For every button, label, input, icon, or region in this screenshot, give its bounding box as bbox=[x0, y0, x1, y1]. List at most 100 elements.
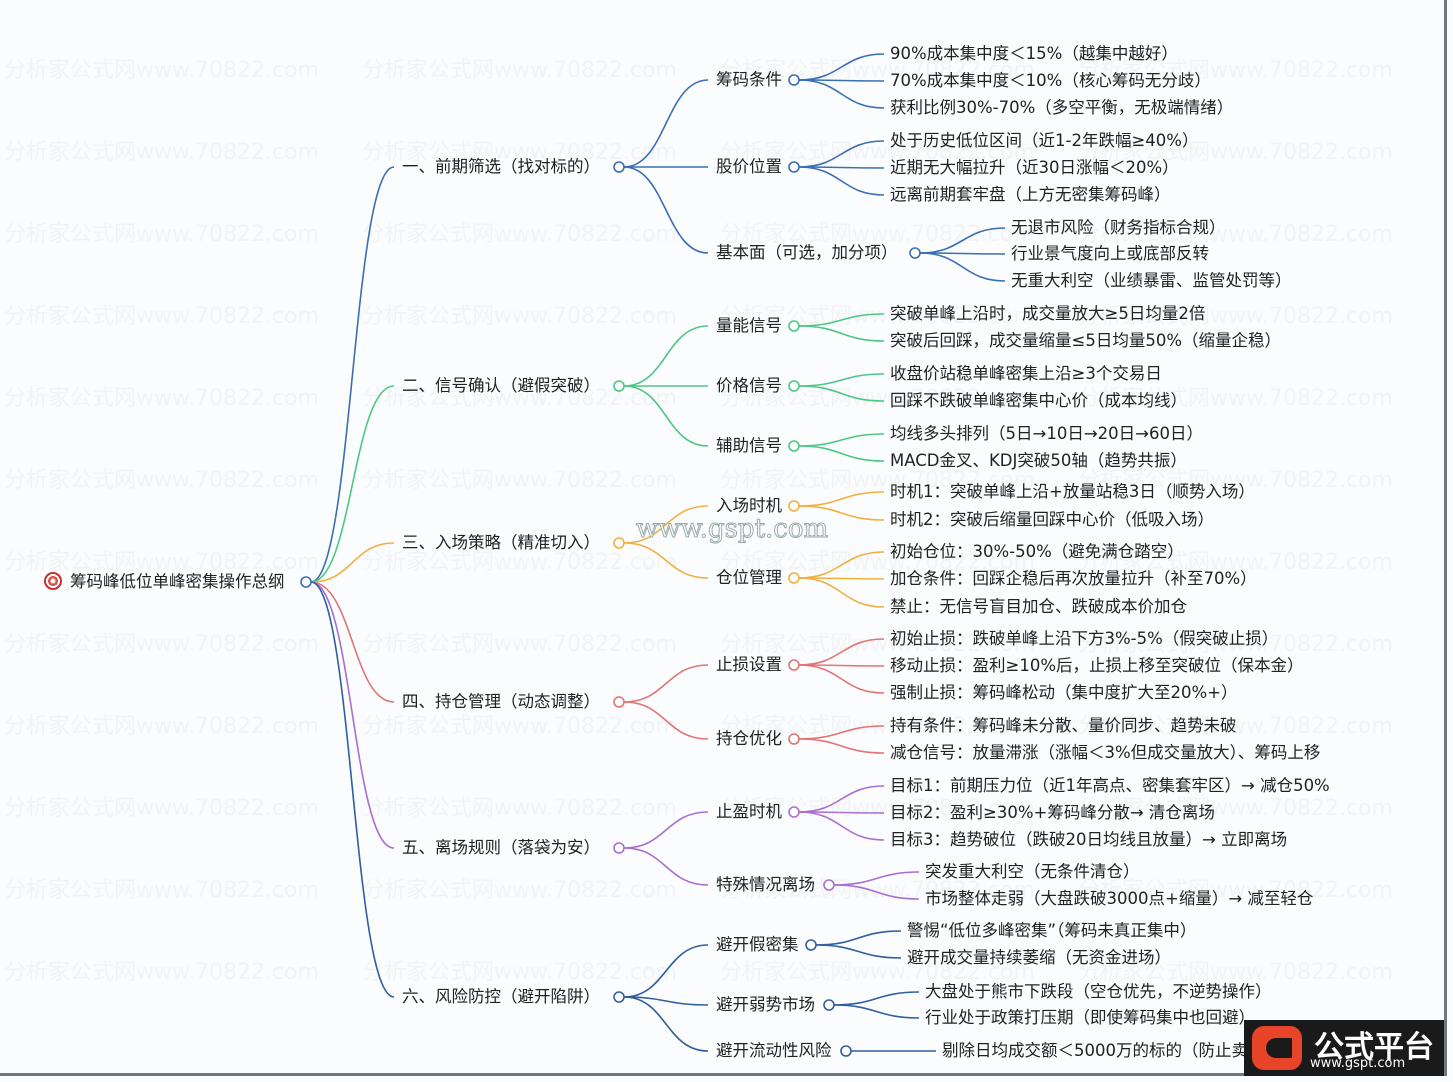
leaf-node[interactable]: 回踩不跌破单峰密集中心价（成本均线） bbox=[890, 391, 1187, 410]
leaf-node[interactable]: 加仓条件：回踩企稳后再次放量拉升（补至70%） bbox=[890, 569, 1257, 588]
leaf-node[interactable]: 无退市风险（财务指标合规） bbox=[1011, 218, 1226, 237]
leaf-node[interactable]: 警惕“低位多峰密集”（筹码未真正集中） bbox=[907, 921, 1197, 940]
collapse-toggle[interactable] bbox=[823, 999, 835, 1011]
watermark-text: 分析家公式网www.70822.com bbox=[720, 222, 1035, 247]
logo-title: 公式平台 bbox=[1314, 1030, 1434, 1065]
leaf-node[interactable]: 收盘价站稳单峰密集上沿≥3个交易日 bbox=[890, 364, 1162, 383]
collapse-toggle[interactable] bbox=[788, 659, 800, 671]
watermark-text: 分析家公式网www.70822.com bbox=[720, 796, 1035, 821]
sub-branch-node[interactable]: 止盈时机 bbox=[716, 802, 782, 821]
sub-branch-node[interactable]: 筹码条件 bbox=[716, 70, 782, 89]
leaf-node[interactable]: 避开成交量持续萎缩（无资金进场） bbox=[907, 948, 1171, 967]
leaf-node[interactable]: 初始仓位：30%-50%（避免满仓踏空） bbox=[890, 542, 1184, 561]
sub-branch-node[interactable]: 股价位置 bbox=[716, 157, 782, 176]
collapse-toggle[interactable] bbox=[840, 1045, 852, 1057]
sub-branch-node[interactable]: 辅助信号 bbox=[716, 436, 782, 455]
leaf-node[interactable]: 移动止损：盈利≥10%后，止损上移至突破位（保本金） bbox=[890, 656, 1304, 675]
collapse-toggle[interactable] bbox=[788, 161, 800, 173]
collapse-toggle[interactable] bbox=[613, 380, 625, 392]
connector-line bbox=[798, 491, 885, 507]
collapse-toggle[interactable] bbox=[909, 247, 921, 259]
leaf-node[interactable]: 大盘处于熊市下跌段（空仓优先，不逆势操作） bbox=[925, 982, 1272, 1001]
connector-line bbox=[833, 991, 920, 1006]
leaf-node[interactable]: 持有条件：筹码峰未分散、量价同步、趋势未破 bbox=[890, 716, 1237, 735]
watermark-text: 分析家公式网www.70822.com bbox=[362, 632, 677, 657]
branch-node[interactable]: 六、风险防控（避开陷阱） bbox=[402, 987, 600, 1006]
branch-node[interactable]: 四、持仓管理（动态调整） bbox=[402, 692, 600, 711]
sub-branch-node[interactable]: 特殊情况离场 bbox=[716, 875, 815, 894]
leaf-node[interactable]: 行业处于政策打压期（即使筹码集中也回避） bbox=[925, 1008, 1255, 1027]
collapse-toggle[interactable] bbox=[788, 806, 800, 818]
leaf-node[interactable]: 时机1：突破单峰上沿+放量站稳3日（顺势入场） bbox=[890, 482, 1255, 501]
connector-line bbox=[798, 313, 885, 327]
collapse-toggle[interactable] bbox=[788, 733, 800, 745]
sub-branch-node[interactable]: 避开假密集 bbox=[716, 935, 799, 954]
collapse-toggle[interactable] bbox=[788, 440, 800, 452]
leaf-node[interactable]: 强制止损：筹码峰松动（集中度扩大至20%+） bbox=[890, 683, 1238, 702]
leaf-node[interactable]: 目标1：前期压力位（近1年高点、密集套牢区）→ 减仓50% bbox=[890, 776, 1330, 795]
collapse-toggle[interactable] bbox=[300, 576, 312, 588]
collapse-toggle[interactable] bbox=[788, 500, 800, 512]
connector-line bbox=[798, 433, 885, 447]
leaf-node[interactable]: 市场整体走弱（大盘跌破3000点+缩量）→ 减至轻仓 bbox=[925, 889, 1314, 908]
sub-branch-node[interactable]: 避开弱势市场 bbox=[716, 995, 815, 1014]
collapse-toggle[interactable] bbox=[788, 74, 800, 86]
leaf-node[interactable]: 剔除日均成交额＜5000万的标的（防止卖不出） bbox=[942, 1041, 1298, 1060]
connector-line bbox=[833, 871, 920, 886]
collapse-toggle[interactable] bbox=[613, 696, 625, 708]
sub-branch-node[interactable]: 避开流动性风险 bbox=[716, 1041, 832, 1060]
collapse-toggle[interactable] bbox=[613, 537, 625, 549]
root-node[interactable]: 筹码峰低位单峰密集操作总纲 bbox=[70, 572, 285, 591]
leaf-node[interactable]: 近期无大幅拉升（近30日涨幅＜20%） bbox=[890, 158, 1179, 177]
leaf-node[interactable]: 时机2：突破后缩量回踩中心价（低吸入场） bbox=[890, 510, 1214, 529]
collapse-toggle[interactable] bbox=[788, 320, 800, 332]
leaf-node[interactable]: 行业景气度向上或底部反转 bbox=[1011, 244, 1209, 263]
sub-branch-node[interactable]: 入场时机 bbox=[716, 496, 782, 515]
branch-node[interactable]: 一、前期筛选（找对标的） bbox=[402, 157, 600, 176]
sub-branch-node[interactable]: 止损设置 bbox=[716, 655, 782, 674]
leaf-node[interactable]: 70%成本集中度＜10%（核心筹码无分歧） bbox=[890, 71, 1211, 90]
sub-branch-node[interactable]: 持仓优化 bbox=[716, 729, 782, 748]
sub-branch-node[interactable]: 仓位管理 bbox=[716, 568, 782, 587]
watermark-text: 分析家公式网www.70822.com bbox=[362, 386, 677, 411]
watermark-text: 分析家公式网www.70822.com bbox=[362, 140, 677, 165]
branch-node[interactable]: 二、信号确认（避假突破） bbox=[402, 376, 600, 395]
leaf-node[interactable]: 处于历史低位区间（近1-2年跌幅≥40%） bbox=[890, 131, 1199, 150]
watermark-text: 分析家公式网www.70822.com bbox=[1078, 960, 1393, 985]
leaf-node[interactable]: 无重大利空（业绩暴雷、监管处罚等） bbox=[1011, 271, 1292, 290]
branch-node[interactable]: 三、入场策略（精准切入） bbox=[402, 533, 600, 552]
watermark-text: 分析家公式网www.70822.com bbox=[4, 386, 319, 411]
collapse-toggle[interactable] bbox=[823, 879, 835, 891]
sub-branch-node[interactable]: 基本面（可选，加分项） bbox=[716, 243, 898, 262]
watermark-text: 分析家公式网www.70822.com bbox=[4, 714, 319, 739]
leaf-node[interactable]: 目标3：趋势破位（跌破20日均线且放量）→ 立即离场 bbox=[890, 830, 1288, 849]
leaf-node[interactable]: 远离前期套牢盘（上方无密集筹码峰） bbox=[890, 185, 1171, 204]
collapse-toggle[interactable] bbox=[788, 380, 800, 392]
leaf-node[interactable]: 均线多头排列（5日→10日→20日→60日） bbox=[890, 424, 1203, 443]
collapse-toggle[interactable] bbox=[805, 939, 817, 951]
leaf-node[interactable]: 减仓信号：放量滞涨（涨幅＜3%但成交量放大）、筹码上移 bbox=[890, 743, 1321, 762]
leaf-node[interactable]: MACD金叉、KDJ突破50轴（趋势共振） bbox=[890, 451, 1187, 470]
gspt-logo: 公式平台 www.gspt.com bbox=[1244, 1020, 1444, 1076]
watermark-text: 分析家公式网www.70822.com bbox=[4, 58, 319, 83]
leaf-node[interactable]: 突破单峰上沿时，成交量放大≥5日均量2倍 bbox=[890, 304, 1206, 323]
leaf-node[interactable]: 90%成本集中度＜15%（越集中越好） bbox=[890, 44, 1178, 63]
watermark-text: 分析家公式网www.70822.com bbox=[1078, 140, 1393, 165]
leaf-node[interactable]: 禁止：无信号盲目加仓、跌破成本价加仓 bbox=[890, 597, 1187, 616]
collapse-toggle[interactable] bbox=[613, 991, 625, 1003]
collapse-toggle[interactable] bbox=[788, 572, 800, 584]
leaf-node[interactable]: 突发重大利空（无条件清仓） bbox=[925, 862, 1140, 881]
connector-line bbox=[833, 1004, 920, 1019]
connector-line bbox=[815, 944, 902, 959]
branch-node[interactable]: 五、离场规则（落袋为安） bbox=[402, 838, 600, 857]
collapse-toggle[interactable] bbox=[613, 842, 625, 854]
connector-line bbox=[798, 811, 885, 841]
sub-branch-node[interactable]: 量能信号 bbox=[716, 316, 782, 335]
connector-line bbox=[623, 944, 709, 998]
sub-branch-node[interactable]: 价格信号 bbox=[716, 376, 782, 395]
leaf-node[interactable]: 初始止损：跌破单峰上沿下方3%-5%（假突破止损） bbox=[890, 629, 1279, 648]
leaf-node[interactable]: 突破后回踩，成交量缩量≤5日均量50%（缩量企稳） bbox=[890, 331, 1281, 350]
leaf-node[interactable]: 获利比例30%-70%（多空平衡，无极端情绪） bbox=[890, 98, 1234, 117]
leaf-node[interactable]: 目标2：盈利≥30%+筹码峰分散→ 清仓离场 bbox=[890, 803, 1215, 822]
collapse-toggle[interactable] bbox=[613, 161, 625, 173]
